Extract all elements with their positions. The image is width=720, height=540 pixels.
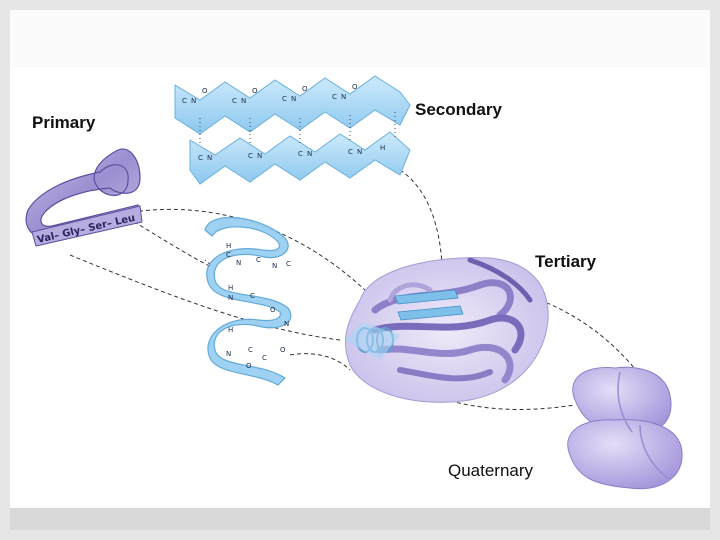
svg-text:C: C	[256, 256, 261, 264]
helix-atom-labels: H C N C N C H N C O N H N C C O O	[226, 242, 291, 370]
svg-text:N: N	[284, 320, 289, 328]
label-secondary: Secondary	[415, 100, 502, 119]
svg-text:C: C	[332, 93, 337, 101]
svg-text:N: N	[307, 150, 312, 158]
tertiary-fold	[344, 257, 549, 403]
svg-text:O: O	[246, 362, 252, 370]
svg-text:N: N	[291, 95, 296, 103]
svg-text:C: C	[182, 97, 187, 105]
svg-text:N: N	[191, 97, 196, 105]
svg-text:O: O	[270, 306, 276, 314]
svg-text:C: C	[248, 152, 253, 160]
connector-primary-to-tertiary-lower	[69, 254, 341, 341]
svg-text:C: C	[250, 292, 255, 300]
secondary-beta-sheet: C N O C N O C N O C N O C N C N C N C N …	[174, 75, 411, 185]
svg-text:C: C	[198, 154, 203, 162]
sheet-hbond-dots	[199, 112, 396, 145]
svg-text:C: C	[248, 346, 253, 354]
secondary-alpha-helix: H C N C N C H N C O N H N C C O O	[204, 216, 292, 386]
svg-text:O: O	[252, 87, 258, 95]
svg-text:O: O	[202, 87, 208, 95]
tertiary-helix-panel	[345, 322, 400, 360]
svg-text:N: N	[207, 154, 212, 162]
svg-text:C: C	[286, 260, 291, 268]
svg-text:C: C	[348, 148, 353, 156]
svg-text:O: O	[280, 346, 286, 354]
svg-text:N: N	[341, 93, 346, 101]
svg-text:C: C	[298, 150, 303, 158]
tertiary-sheet-strands	[394, 289, 464, 321]
svg-text:C: C	[282, 95, 287, 103]
svg-text:N: N	[228, 294, 233, 302]
label-primary: Primary	[32, 113, 96, 132]
svg-text:N: N	[226, 350, 231, 358]
svg-text:H: H	[226, 242, 231, 250]
svg-text:N: N	[241, 97, 246, 105]
svg-text:C: C	[232, 97, 237, 105]
connector-helix-to-tertiary	[289, 353, 351, 371]
svg-text:N: N	[357, 148, 362, 156]
label-quaternary: Quaternary	[448, 461, 534, 480]
primary-ribbon: Val– Gly– Ser– Leu	[25, 148, 143, 247]
svg-text:O: O	[352, 83, 358, 91]
svg-text:H: H	[380, 144, 385, 152]
slide-header-band	[10, 10, 710, 68]
svg-text:H: H	[228, 284, 233, 292]
svg-text:N: N	[272, 262, 277, 270]
slide-footer-band	[10, 508, 710, 530]
connector-sheet-to-tertiary	[399, 169, 443, 266]
svg-text:C: C	[262, 354, 267, 362]
quaternary-assembly	[567, 366, 683, 490]
svg-text:C: C	[226, 251, 231, 259]
sheet-atom-labels: C N O C N O C N O C N O C N C N C N C N …	[182, 83, 385, 162]
svg-text:H: H	[228, 326, 233, 334]
svg-text:N: N	[257, 152, 262, 160]
label-tertiary: Tertiary	[535, 252, 597, 271]
svg-text:N: N	[236, 259, 241, 267]
connector-primary-to-helix	[127, 217, 212, 267]
connector-tertiary-to-quaternary-upper	[539, 299, 641, 376]
svg-text:O: O	[302, 85, 308, 93]
